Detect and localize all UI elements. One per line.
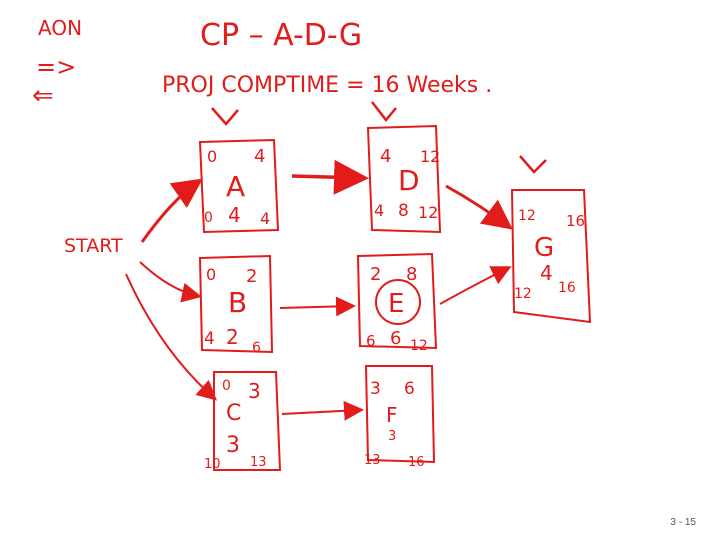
node-c-ls: 10	[204, 457, 221, 472]
critical-check-g	[519, 155, 547, 174]
node-a-es: 0	[207, 147, 217, 166]
node-d-box	[366, 124, 442, 234]
node-g-ef: 16	[566, 212, 585, 230]
arrow-start-to-a	[140, 178, 203, 243]
node-d-lf: 12	[418, 203, 438, 222]
node-e-dur: 6	[390, 328, 401, 349]
node-b-name: B	[228, 286, 247, 319]
node-d-name: D	[398, 164, 420, 197]
node-b-ls: 4	[204, 329, 215, 349]
project-completion-time: PROJ COMPTIME = 16 Weeks .	[162, 73, 492, 98]
node-d-dur: 8	[398, 201, 409, 221]
arrow-a-to-d	[291, 159, 369, 195]
node-g-ls: 12	[514, 286, 532, 302]
critical-path-title: CP – A-D-G	[200, 18, 362, 53]
critical-check-a	[211, 107, 239, 126]
node-e-lf: 12	[410, 338, 428, 354]
node-a-lf: 4	[260, 209, 270, 228]
node-f-name: F	[386, 403, 398, 427]
slide-number: 3 - 15	[670, 517, 696, 528]
arrow-c-to-f	[281, 400, 364, 421]
node-a-ls: 0	[204, 210, 213, 226]
node-d-ls: 4	[374, 201, 384, 220]
arrow-e-to-g	[439, 266, 512, 305]
node-c-name: C	[226, 401, 241, 426]
start-label: START	[64, 235, 123, 257]
node-a-ef: 4	[254, 146, 265, 167]
node-e-box	[356, 252, 438, 350]
node-f-box	[364, 365, 436, 464]
arrow-d-to-g	[445, 184, 513, 230]
node-f-es: 3	[370, 379, 381, 399]
node-e-circle	[375, 279, 421, 325]
node-g-name: G	[534, 233, 554, 263]
node-f-lf: 16	[408, 455, 425, 470]
node-c-dur: 3	[226, 433, 240, 458]
node-a-dur: 4	[228, 203, 241, 227]
forward-arrow-label: =>	[36, 53, 76, 81]
backward-arrow-label: ⇐	[32, 81, 54, 111]
node-c-es: 0	[222, 378, 231, 394]
arrow-start-to-c	[125, 273, 217, 401]
node-g-es: 12	[518, 208, 536, 224]
node-g-lf: 16	[558, 280, 576, 296]
node-e-ef: 8	[406, 264, 417, 285]
node-b-dur: 2	[226, 325, 239, 349]
node-e-ls: 6	[366, 332, 376, 350]
critical-check-d	[371, 101, 397, 122]
node-g-dur: 4	[540, 261, 553, 285]
node-e-es: 2	[370, 264, 381, 285]
node-f-ef: 6	[404, 379, 415, 399]
node-b-ef: 2	[246, 266, 257, 287]
node-d-ef: 12	[420, 147, 440, 166]
aon-label: AON	[38, 16, 82, 40]
node-c-ef: 3	[248, 379, 261, 403]
node-b-lf: 6	[252, 340, 261, 356]
node-b-es: 0	[206, 265, 216, 284]
arrow-start-to-b	[139, 261, 202, 303]
node-g-box	[510, 189, 592, 324]
node-c-lf: 13	[250, 455, 267, 470]
node-b-box	[198, 254, 274, 354]
node-e-name: E	[388, 289, 404, 319]
node-f-ls: 13	[364, 453, 381, 468]
node-c-box	[213, 371, 282, 471]
node-f-dur: 3	[388, 429, 396, 444]
node-d-es: 4	[380, 146, 391, 167]
node-a-name: A	[226, 170, 245, 203]
arrow-b-to-e	[279, 296, 356, 317]
